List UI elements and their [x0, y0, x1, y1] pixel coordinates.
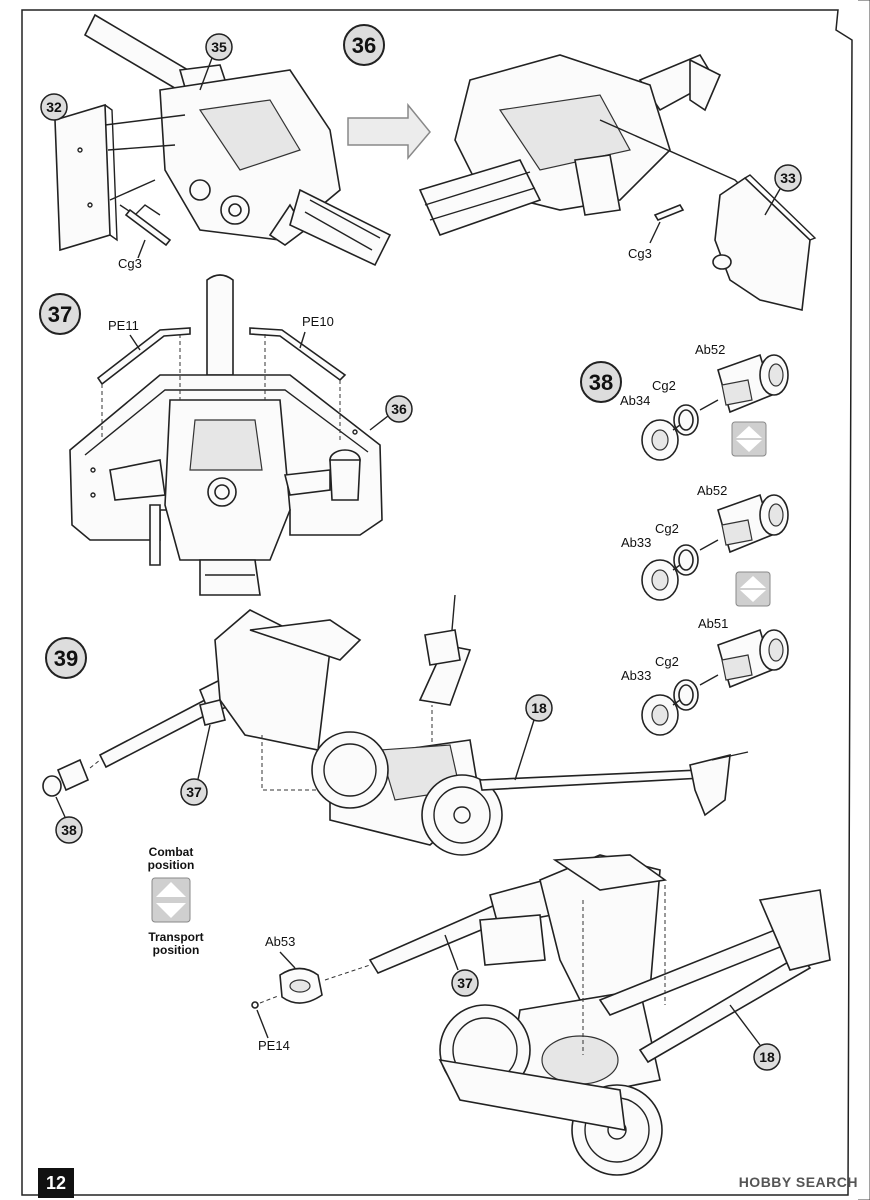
callout-35-label: 35 [211, 39, 227, 55]
callout-32 [40, 93, 68, 121]
label-ab34: Ab34 [620, 393, 650, 408]
step-39-number: 39 [54, 646, 78, 671]
page-number: 12 [38, 1168, 74, 1198]
callout-18-a [525, 694, 553, 722]
callout-35 [205, 33, 233, 61]
legend-combat-line2: position [148, 858, 195, 872]
rotate-updown-icon [731, 421, 767, 457]
step-38-number: 38 [589, 370, 613, 395]
callout-36 [385, 395, 413, 423]
callout-38-label: 38 [61, 822, 77, 838]
label-cg2-a: Cg2 [652, 378, 676, 393]
label-ab33-b: Ab33 [621, 668, 651, 683]
page-border [21, 9, 853, 1196]
rotate-updown-icon [735, 571, 771, 607]
muzzle-assembly-3 [641, 628, 789, 736]
legend-transport-line1: Transport [148, 930, 203, 944]
label-pe11: PE11 [108, 318, 139, 333]
label-ab51: Ab51 [698, 616, 728, 631]
label-pe10: PE10 [302, 314, 334, 329]
callout-18-a-label: 18 [531, 700, 547, 716]
assembly-top-left [54, 13, 392, 267]
arrow-right-icon [347, 102, 431, 161]
rotate-updown-icon [151, 877, 191, 923]
label-cg2-c: Cg2 [655, 654, 679, 669]
label-cg3-a: Cg3 [118, 256, 142, 271]
label-ab52-a: Ab52 [695, 342, 725, 357]
muzzle-assembly-2 [641, 493, 789, 601]
assembly-front-view [69, 274, 383, 596]
step-36-number: 36 [352, 33, 376, 58]
assembly-top-right [418, 53, 817, 311]
step-38-badge [580, 361, 622, 403]
callout-37-b [451, 969, 479, 997]
label-cg3-b: Cg3 [628, 246, 652, 261]
callout-18-b-label: 18 [759, 1049, 775, 1065]
legend-combat-line1: Combat [149, 845, 194, 859]
muzzle-assembly-1 [641, 353, 789, 461]
watermark: HOBBY SEARCH [738, 1174, 858, 1190]
callout-38 [55, 816, 83, 844]
step-37-badge [39, 293, 81, 335]
callout-37-a-label: 37 [186, 784, 202, 800]
step-39-badge [45, 637, 87, 679]
next-page-edge [858, 0, 870, 1200]
label-pe14: PE14 [258, 1038, 290, 1053]
label-cg2-b: Cg2 [655, 521, 679, 536]
step-37-number: 37 [48, 302, 72, 327]
label-ab52-b: Ab52 [697, 483, 727, 498]
callout-32-label: 32 [46, 99, 62, 115]
label-ab53: Ab53 [265, 934, 295, 949]
callout-37-b-label: 37 [457, 975, 473, 991]
callout-33-label: 33 [780, 170, 796, 186]
callout-18-b [753, 1043, 781, 1071]
callout-33 [774, 164, 802, 192]
label-ab33-a: Ab33 [621, 535, 651, 550]
callout-36-label: 36 [391, 401, 407, 417]
legend-transport-line2: position [153, 943, 200, 957]
assembly-gun-and-carriage [42, 594, 749, 856]
step-36-badge [343, 24, 385, 66]
callout-37-a [180, 778, 208, 806]
assembly-transport-position [251, 854, 831, 1176]
